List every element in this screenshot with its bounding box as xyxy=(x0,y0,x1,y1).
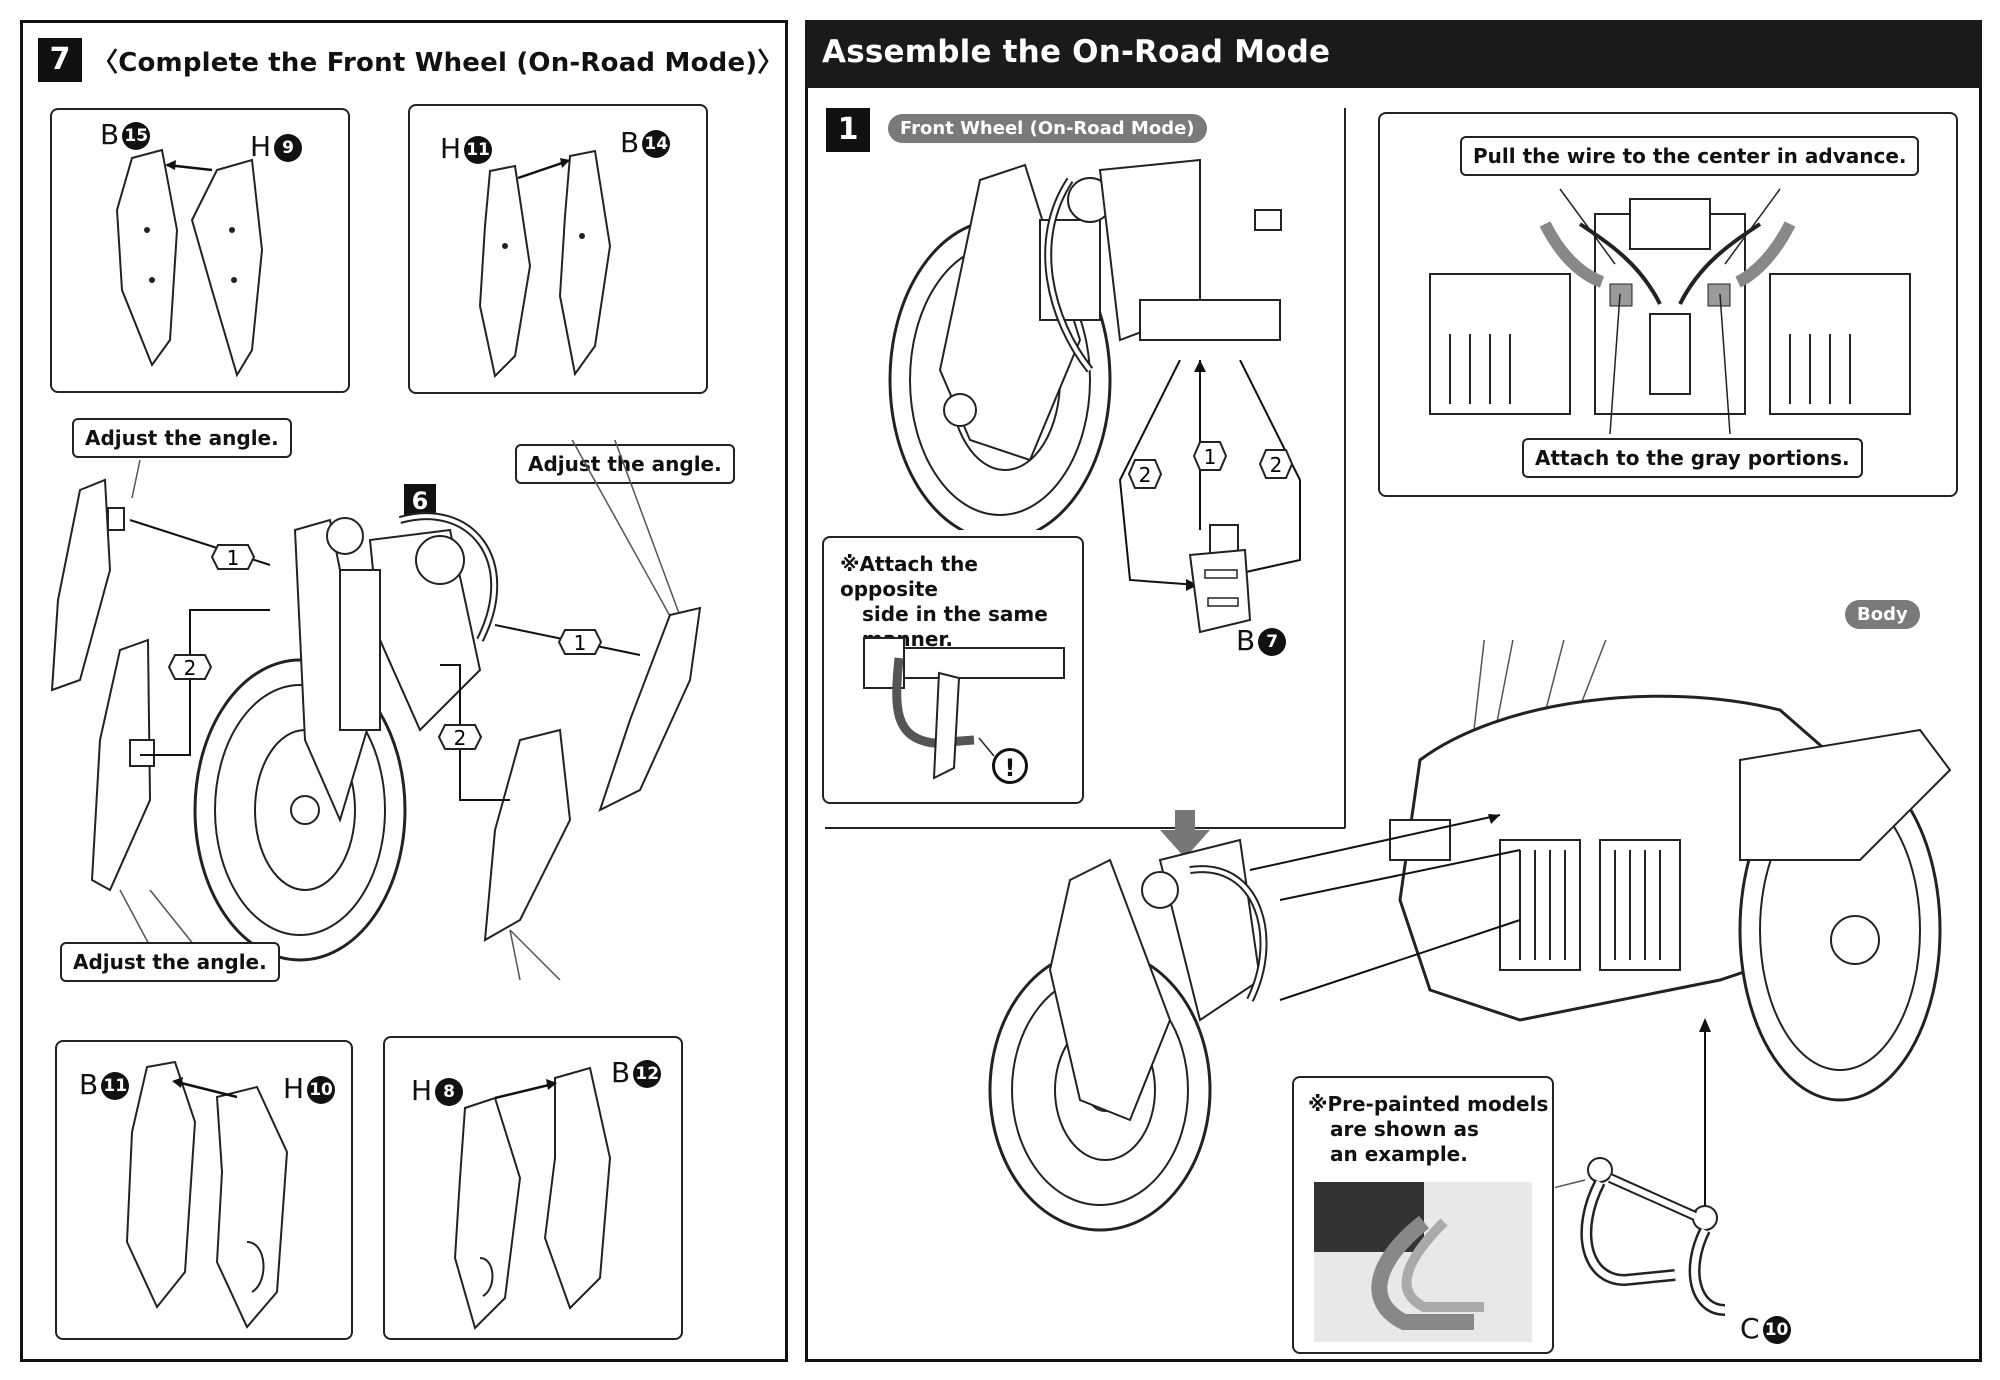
part-b7-connector-drawing: 2 1 2 xyxy=(1118,360,1301,634)
parts-drawing-top-left xyxy=(115,148,264,378)
order-marker-1b: 1 xyxy=(557,629,603,655)
step1-region-lines xyxy=(825,108,1346,829)
order-marker-1a: 1 xyxy=(210,544,256,570)
body-label: Body xyxy=(1845,600,1920,629)
svg-text:2: 2 xyxy=(1139,463,1152,487)
callout-pull-wire: Pull the wire to the center in advance. xyxy=(1460,136,1920,176)
svg-text:2: 2 xyxy=(454,726,467,750)
down-arrow-icon xyxy=(1160,810,1210,858)
callout-attach-gray: Attach to the gray portions. xyxy=(1522,438,1863,478)
svg-text:2: 2 xyxy=(1270,453,1283,477)
callout-adjust-top-right: Adjust the angle. xyxy=(515,444,735,484)
svg-text:1: 1 xyxy=(1204,445,1217,469)
right-header-title: Assemble the On-Road Mode xyxy=(822,34,1331,70)
left-panel xyxy=(20,20,788,1362)
svg-text:2: 2 xyxy=(184,656,197,680)
order-marker-2b: 2 xyxy=(437,724,483,750)
prepainted-note-box: ※Pre-painted models are shown as an exam… xyxy=(1292,1076,1554,1354)
left-title: 〈Complete the Front Wheel (On-Road Mode)… xyxy=(92,48,784,78)
svg-text:1: 1 xyxy=(227,546,240,570)
opposite-side-note-box: ※Attach the opposite side in the same ma… xyxy=(822,536,1084,804)
left-step-number: 7 xyxy=(38,38,82,82)
order-marker-1c: 1 xyxy=(1192,441,1228,471)
wire-detail-box: Pull the wire to the center in advance. … xyxy=(1378,112,1958,497)
front-wheel-onroad-drawing xyxy=(888,158,1282,530)
parts-drawing-bottom-left xyxy=(125,1060,289,1329)
order-marker-2d: 2 xyxy=(1258,449,1294,479)
part-c10-drawing xyxy=(1555,1157,1726,1316)
callout-adjust-top-left: Adjust the angle. xyxy=(72,418,292,458)
parts-drawing-bottom-right xyxy=(453,1066,612,1330)
prepainted-photo xyxy=(1314,1182,1532,1342)
opposite-side-note: ※Attach the opposite side in the same ma… xyxy=(840,552,1048,651)
callout-adjust-bottom-left: Adjust the angle. xyxy=(60,942,280,982)
svg-text:1: 1 xyxy=(574,631,587,655)
opposite-side-detail-drawing xyxy=(863,637,1065,780)
order-marker-2a: 2 xyxy=(167,654,213,680)
wire-detail-drawing xyxy=(1429,188,1911,435)
order-marker-2c: 2 xyxy=(1127,459,1163,489)
right-header-bar xyxy=(805,20,1982,88)
right-step-label: Front Wheel (On-Road Mode) xyxy=(888,114,1207,143)
prepainted-note: ※Pre-painted models are shown as an exam… xyxy=(1308,1092,1549,1166)
front-wheel-assembly-drawing: 1 2 1 2 xyxy=(50,440,702,980)
motorcycle-body-drawing xyxy=(988,640,1952,1240)
parts-drawing-top-right xyxy=(478,149,612,379)
right-step-number: 1 xyxy=(826,108,870,152)
warning-icon: ! xyxy=(992,748,1028,784)
